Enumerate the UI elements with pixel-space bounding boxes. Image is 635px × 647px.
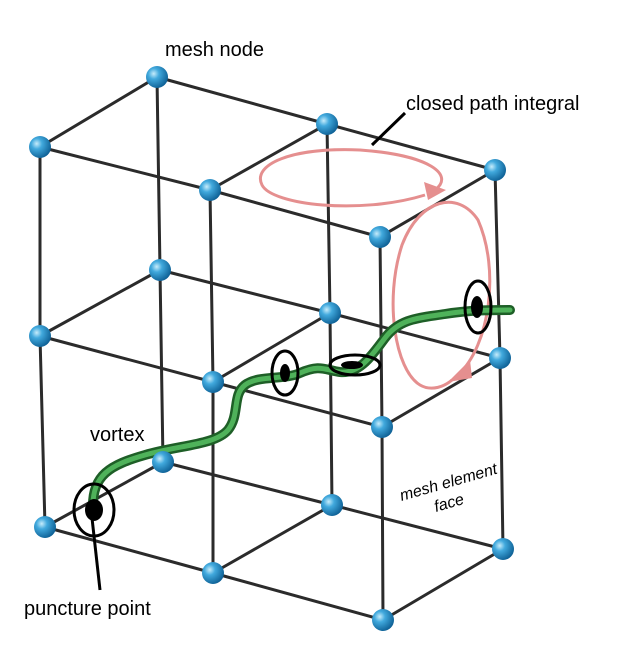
mesh-node-icon [202, 562, 224, 584]
mesh-node-icon [199, 179, 221, 201]
closed-path-integral-label: closed path integral [406, 93, 579, 115]
vortex [87, 305, 515, 513]
mesh-node-icon [34, 516, 56, 538]
mesh-edge [211, 571, 385, 622]
mesh-node-icon [29, 325, 51, 347]
mesh-node-icon [29, 136, 51, 158]
mesh-node-icon [369, 226, 391, 248]
mesh-node-icon [484, 159, 506, 181]
mesh-edge [43, 460, 165, 529]
mesh-edge [380, 425, 385, 622]
mesh-edge [161, 460, 334, 507]
mesh-node-icon [372, 609, 394, 631]
vortex-label: vortex [90, 424, 144, 446]
mesh-edge [330, 503, 505, 551]
mesh-edge [38, 75, 159, 149]
puncture-icon [328, 353, 382, 377]
side-face-loop [391, 200, 492, 390]
mesh-edge [328, 311, 502, 360]
mesh-edge [43, 525, 215, 575]
mesh-edge [208, 122, 329, 192]
mesh-edge [155, 75, 329, 126]
loop-arrowhead-icon [448, 360, 472, 382]
mesh-edge [38, 334, 47, 529]
mesh-edge [381, 547, 505, 622]
mesh-node-icon [489, 347, 511, 369]
mesh-node-label: mesh node [165, 39, 264, 61]
mesh-edge [158, 268, 332, 315]
mesh-edge [380, 356, 502, 429]
puncture-leader [90, 517, 102, 591]
mesh-edge [325, 122, 497, 172]
mesh-node-icon [319, 302, 341, 324]
mesh-node-icon [152, 451, 174, 473]
mesh-edge [211, 503, 334, 575]
mesh-edge [493, 168, 502, 360]
mesh-edge [155, 75, 162, 272]
mesh-node-icon [371, 416, 393, 438]
mesh-node-icon [321, 494, 343, 516]
leader-lines [90, 111, 407, 591]
top-face-loop [258, 148, 444, 208]
mesh-edge [38, 334, 215, 384]
puncture-icon [270, 349, 300, 397]
mesh-edge [325, 122, 332, 315]
mesh-edges [38, 75, 505, 622]
puncture-markers [72, 279, 493, 538]
mesh-edge [158, 268, 165, 464]
mesh-edge [328, 311, 334, 507]
mesh-edge [208, 188, 215, 384]
mesh-node-icon [149, 259, 171, 281]
mesh-edge [211, 311, 332, 384]
mesh-edge [378, 235, 384, 429]
mesh-edge [498, 356, 505, 551]
puncture-point-label: puncture point [24, 598, 151, 620]
mesh-node-icon [146, 66, 168, 88]
mesh-edge [38, 145, 212, 192]
mesh-edge [38, 268, 162, 338]
mesh-node-icon [492, 538, 514, 560]
mesh-node-icon [202, 371, 224, 393]
puncture-icon [463, 279, 493, 335]
mesh-edge [208, 188, 382, 239]
mesh-nodes [29, 66, 514, 631]
mesh-node-icon [316, 113, 338, 135]
mesh-element-face-label: mesh element face [398, 461, 500, 516]
vortex-tube-highlight [90, 307, 513, 511]
closed-path-leader [370, 111, 407, 147]
loop-arrowhead-icon [424, 182, 446, 200]
